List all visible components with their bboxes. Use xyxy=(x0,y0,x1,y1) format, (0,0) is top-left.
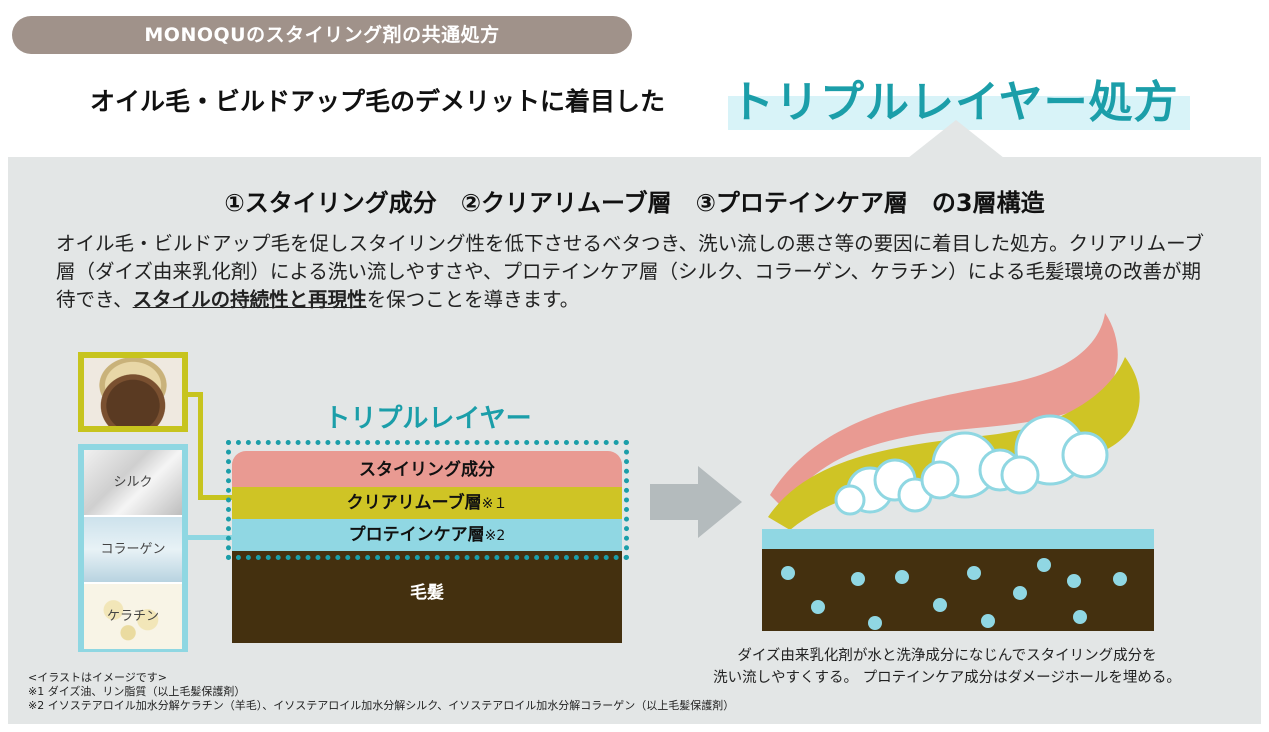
description-text: オイル毛・ビルドアップ毛を促しスタイリング性を低下させるベタつき、洗い流しの悪さ… xyxy=(56,230,1216,314)
protein-connector xyxy=(188,535,232,540)
footnote-1: ※1 ダイズ油、リン脂質（以上毛髪保護剤） xyxy=(28,685,246,698)
layer-protein-care-label: プロテインケア層 xyxy=(348,525,485,545)
description-emphasis: スタイルの持続性と再現性 xyxy=(132,288,367,311)
description-part2: を保つことを導きます。 xyxy=(366,288,580,311)
illustration-caption-line1: ダイズ由来乳化剤が水と洗浄成分になじんでスタイリング成分を xyxy=(737,648,1157,664)
footnote-image-note: <イラストはイメージです> xyxy=(28,671,167,684)
damage-holes xyxy=(781,558,1127,630)
triple-layer-dotted-outline xyxy=(226,440,629,560)
silk-image: シルク xyxy=(84,450,182,515)
layer-clear-remove-note: ※１ xyxy=(481,496,508,512)
panel-pointer xyxy=(908,120,1004,158)
layer-hair-label: 毛髪 xyxy=(410,583,444,603)
footnotes: <イラストはイメージです> ※1 ダイズ油、リン脂質（以上毛髪保護剤） ※2 イ… xyxy=(28,671,734,713)
layer-clear-remove: クリアリムーブ層※１ xyxy=(232,487,622,519)
soybean-bowl-image xyxy=(84,358,182,426)
washing-illustration xyxy=(762,313,1154,631)
soybean-connector-vertical xyxy=(198,392,203,500)
header-pill-title: MONOQUのスタイリング剤の共通処方 xyxy=(12,16,632,54)
silk-label: シルク xyxy=(113,475,153,490)
description-part1: オイル毛・ビルドアップ毛を促しスタイリング性を低下させるベタつき、洗い流しの悪さ… xyxy=(56,232,1204,311)
layer-styling-label: スタイリング成分 xyxy=(359,460,495,480)
layer-clear-remove-label: クリアリムーブ層 xyxy=(346,493,482,513)
layer-hair: 毛髪 xyxy=(232,551,622,643)
layer-styling: スタイリング成分 xyxy=(232,451,622,487)
layer-protein-care: プロテインケア層※2 xyxy=(232,519,622,551)
soybean-connector-horizontal xyxy=(198,495,232,500)
illustration-caption-line2: 洗い流しやすくする。 プロテインケア成分はダメージホールを埋める。 xyxy=(713,670,1181,686)
keratin-label: ケラチン xyxy=(106,609,159,624)
illustration-caption: ダイズ由来乳化剤が水と洗浄成分になじんでスタイリング成分を 洗い流しやすくする。… xyxy=(692,645,1202,689)
styling-strand xyxy=(770,313,1118,510)
layer-protein-care-note: ※2 xyxy=(484,528,506,544)
headline-highlight: トリプルレイヤー処方 xyxy=(730,77,1179,128)
illus-protein-layer xyxy=(762,529,1154,549)
keratin-image: ケラチン xyxy=(84,584,182,649)
illus-hair-body xyxy=(762,549,1154,631)
headline-prefix: オイル毛・ビルドアップ毛のデメリットに着目した xyxy=(90,87,666,116)
footnote-2: ※2 イソステアロイル加水分解ケラチン（羊毛）、イソステアロイル加水分解シルク、… xyxy=(28,699,735,712)
soybean-connector xyxy=(188,392,202,397)
foam-bubbles xyxy=(834,414,1109,516)
layers-heading: ①スタイリング成分 ②クリアリムーブ層 ③プロテインケア層 の3層構造 xyxy=(224,189,1045,217)
collagen-image: コラーゲン xyxy=(84,517,182,582)
triple-layer-title: トリプルレイヤー xyxy=(324,404,532,434)
right-arrow-icon xyxy=(650,466,742,538)
collagen-label: コラーゲン xyxy=(100,542,166,557)
